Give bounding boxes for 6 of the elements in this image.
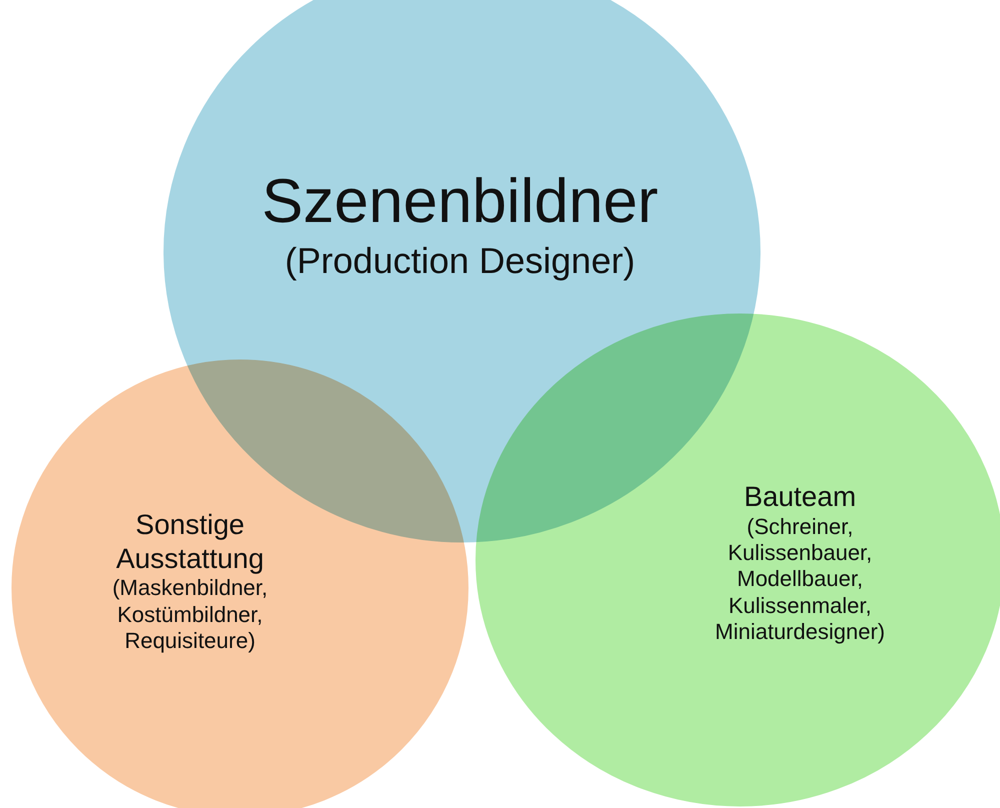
role-title: Sonstige Ausstattung <box>115 508 265 576</box>
role-title: Bauteam <box>742 480 858 514</box>
role-title: Szenenbildner <box>260 166 660 238</box>
role-description: (Schreiner, Kulissenbauer, Modellbauer, Kulissenmaler, Miniaturdesigner) <box>714 514 886 646</box>
role-description: (Maskenbildner, Kostümbildner, Requisiteure) <box>111 575 269 654</box>
role-description: (Production Designer) <box>284 239 636 283</box>
